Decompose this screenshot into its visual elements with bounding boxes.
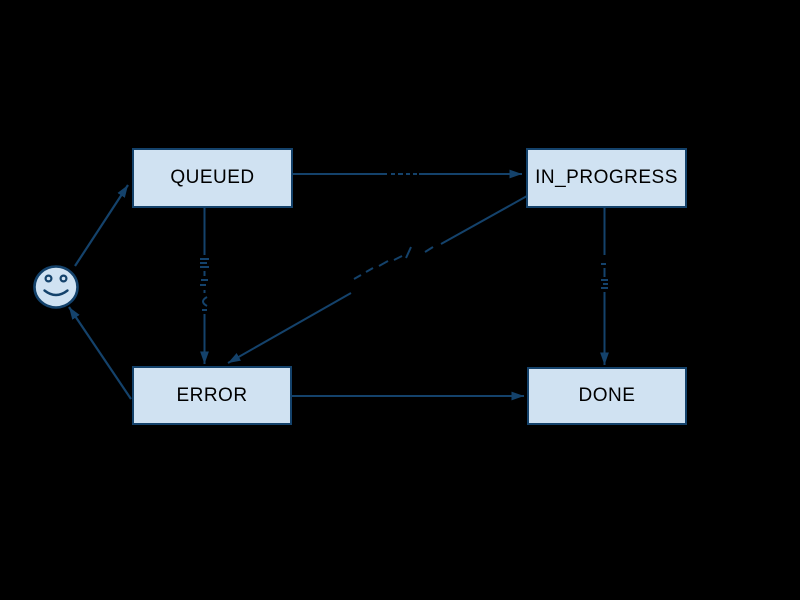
edge-label-gap-artifact xyxy=(353,246,434,280)
edge-queued-to-in-progress xyxy=(293,166,522,181)
node-error: ERROR xyxy=(132,366,292,425)
smiley-left-eye xyxy=(44,274,53,283)
node-error-label: ERROR xyxy=(176,384,248,406)
node-in-progress: IN_PROGRESS xyxy=(526,148,687,208)
smiley-face xyxy=(33,265,79,309)
edge-label-gap-artifact xyxy=(196,255,213,314)
edge-in-progress-to-done xyxy=(596,208,613,365)
edge-queued-to-error xyxy=(196,208,213,364)
smiley-mouth xyxy=(43,289,69,297)
edge-label-gap-artifact xyxy=(596,255,613,292)
node-in-progress-label: IN_PROGRESS xyxy=(535,167,678,188)
node-done-label: DONE xyxy=(578,385,636,406)
edge-label-gap-artifact xyxy=(387,166,419,181)
edge-start-to-queued xyxy=(74,184,129,267)
node-done: DONE xyxy=(527,367,687,425)
node-queued: QUEUED xyxy=(132,148,293,208)
edge-in-progress-to-error xyxy=(227,195,528,364)
smiley-right-eye xyxy=(59,274,68,283)
edge-error-to-start xyxy=(68,306,132,400)
smiley-start-icon xyxy=(33,265,79,309)
node-queued-label: QUEUED xyxy=(170,167,255,188)
